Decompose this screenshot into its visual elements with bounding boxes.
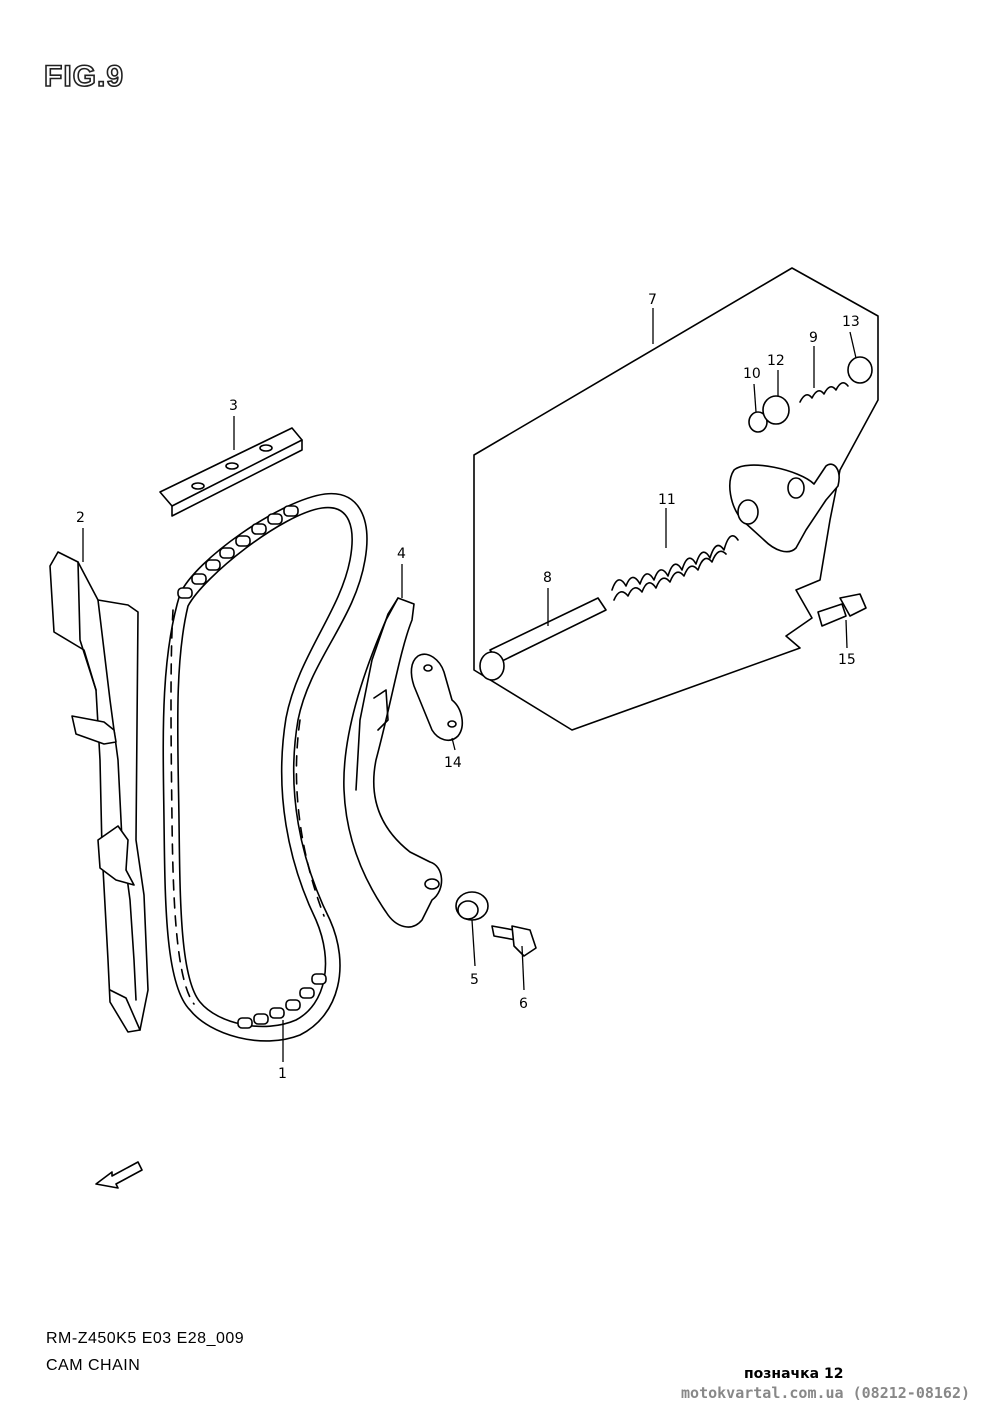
chain-links-lower bbox=[237, 973, 327, 1029]
part-label-6: 6 bbox=[519, 996, 528, 1012]
model-code: RM-Z450K5 E03 E28_009 bbox=[46, 1330, 245, 1347]
marker-label: позначка 12 bbox=[744, 1366, 844, 1382]
cam-chain-part-1[interactable] bbox=[162, 492, 368, 1042]
bolt-part-6[interactable] bbox=[491, 925, 537, 957]
chain-guide-part-2[interactable] bbox=[49, 551, 149, 1033]
bushing-part-5[interactable] bbox=[455, 891, 489, 921]
washer-part-12[interactable] bbox=[762, 395, 790, 425]
tensioner-body[interactable] bbox=[729, 463, 840, 553]
part-label-15: 15 bbox=[838, 652, 856, 668]
part-label-14: 14 bbox=[444, 755, 462, 771]
site-watermark: motokvartal.com.ua (08212-08162) bbox=[681, 1384, 970, 1402]
guide-plate-part-3[interactable] bbox=[159, 427, 303, 517]
tensioner-arm-part-4[interactable] bbox=[343, 597, 443, 928]
part-label-8: 8 bbox=[543, 570, 552, 586]
figure-title: FIG.9 bbox=[43, 59, 125, 94]
push-rod-part-8[interactable] bbox=[479, 597, 607, 681]
view-arrow-icon bbox=[95, 1161, 143, 1189]
part-label-3: 3 bbox=[229, 398, 238, 414]
part-label-12: 12 bbox=[767, 353, 785, 369]
section-name: CAM CHAIN bbox=[46, 1357, 141, 1374]
part-label-9: 9 bbox=[809, 330, 818, 346]
leader-lines bbox=[82, 308, 857, 1062]
part-label-10: 10 bbox=[743, 366, 761, 382]
part-label-13: 13 bbox=[842, 314, 860, 330]
part-label-5: 5 bbox=[470, 972, 479, 988]
part-label-2: 2 bbox=[76, 510, 85, 526]
o-ring-part-10[interactable] bbox=[748, 411, 768, 433]
spring-part-9[interactable] bbox=[799, 382, 849, 403]
part-label-4: 4 bbox=[397, 546, 406, 562]
bolt-part-15[interactable] bbox=[817, 593, 867, 627]
gasket-part-14[interactable] bbox=[410, 653, 464, 742]
part-label-7: 7 bbox=[648, 292, 657, 308]
part-label-11: 11 bbox=[658, 492, 676, 508]
spring-part-11[interactable] bbox=[611, 534, 739, 601]
tensioner-assembly-part-7[interactable] bbox=[473, 267, 879, 731]
nut-part-13[interactable] bbox=[847, 356, 873, 384]
part-label-1: 1 bbox=[278, 1066, 287, 1082]
chain-links-upper bbox=[177, 505, 299, 599]
